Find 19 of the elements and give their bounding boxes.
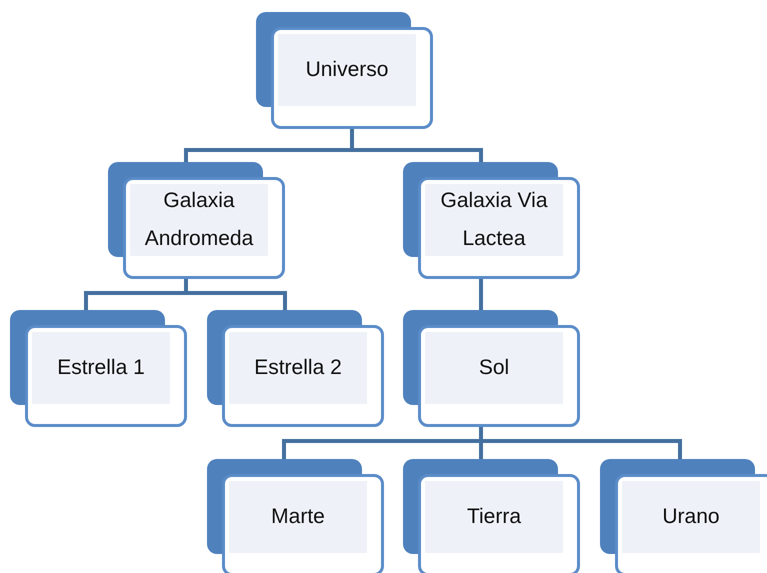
- org-chart-box: [403, 162, 580, 279]
- org-chart-box: [403, 459, 580, 573]
- node-label: Galaxia Andromeda: [144, 188, 254, 252]
- node-label: Galaxia Via Lactea: [439, 188, 548, 252]
- node-label: Urano: [662, 504, 720, 530]
- org-chart-box: [207, 310, 384, 427]
- node-label: Marte: [271, 504, 325, 530]
- org-chart-box: [108, 162, 285, 279]
- connector-line: [479, 279, 483, 310]
- org-chart-box: [207, 459, 384, 573]
- org-chart-box: [256, 12, 433, 129]
- org-chart-box: [600, 459, 767, 573]
- node-label: Estrella 2: [254, 355, 342, 381]
- node-label: Sol: [478, 355, 510, 381]
- org-chart-box: [10, 310, 187, 427]
- node-label: Estrella 1: [57, 355, 145, 381]
- node-label: Tierra: [466, 504, 522, 530]
- node-label: Universo: [306, 57, 388, 83]
- org-chart-box: [403, 310, 580, 427]
